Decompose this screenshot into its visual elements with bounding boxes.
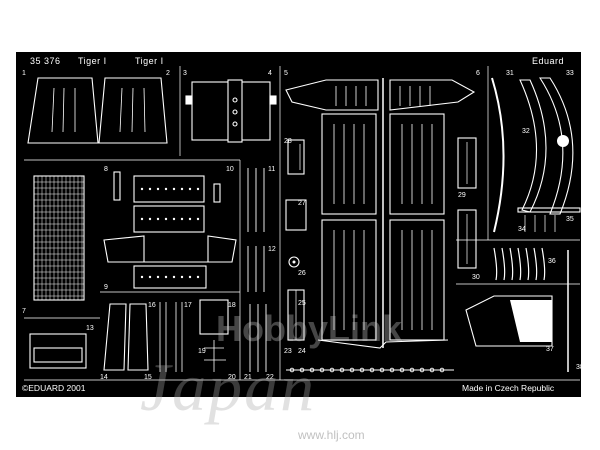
part-number-29: 29 xyxy=(458,192,466,199)
part-number-14: 14 xyxy=(100,374,108,381)
part-5 xyxy=(285,79,379,111)
part-number-1: 1 xyxy=(22,70,26,77)
part-number-8: 8 xyxy=(104,166,108,173)
part-number-28: 28 xyxy=(284,138,292,145)
part-number-26: 26 xyxy=(298,270,306,277)
part-8 xyxy=(133,175,205,203)
part-29 xyxy=(457,137,477,189)
part-28 xyxy=(287,139,305,175)
part-number-15: 15 xyxy=(144,374,152,381)
part-number-30: 30 xyxy=(472,274,480,281)
watermark-site: www.hlj.com xyxy=(298,428,365,442)
part-number-5: 5 xyxy=(284,70,288,77)
part-number-6: 6 xyxy=(476,70,480,77)
part-number-9: 9 xyxy=(104,284,108,291)
part-number-37: 37 xyxy=(546,346,554,353)
part-number-10: 10 xyxy=(226,166,234,173)
part-33 xyxy=(538,77,574,215)
part-number-27: 27 xyxy=(298,200,306,207)
part-number-13: 13 xyxy=(86,325,94,332)
part-number-17: 17 xyxy=(184,302,192,309)
part-13 xyxy=(29,333,87,369)
part-number-33: 33 xyxy=(566,70,574,77)
part-number-22: 22 xyxy=(266,374,274,381)
part-31 xyxy=(491,77,505,233)
part-2 xyxy=(98,77,168,144)
part-18 xyxy=(199,299,229,335)
part-number-20: 20 xyxy=(228,374,236,381)
part-number-21: 21 xyxy=(244,374,252,381)
part-number-16: 16 xyxy=(148,302,156,309)
part-number-32: 32 xyxy=(522,128,530,135)
part-number-18: 18 xyxy=(228,302,236,309)
part-30 xyxy=(457,209,477,269)
set-title: Tiger I xyxy=(78,56,107,66)
watermark-script: Japan xyxy=(140,349,317,425)
part-26 xyxy=(288,256,300,268)
copyright-text: ©EDUARD 2001 xyxy=(22,383,86,393)
part-number-24: 24 xyxy=(298,348,306,355)
part-number-4: 4 xyxy=(268,70,272,77)
part-1 xyxy=(27,77,99,144)
part-9 xyxy=(103,235,237,263)
part-number-19: 19 xyxy=(198,348,206,355)
set-label: Tiger I xyxy=(135,56,164,66)
part-number-25: 25 xyxy=(298,300,306,307)
part-number-2: 2 xyxy=(166,70,170,77)
watermark-brand: HobbyLink xyxy=(216,308,402,349)
set-code: 35 376 xyxy=(30,56,61,66)
part-number-31: 31 xyxy=(506,70,514,77)
part-number-36: 36 xyxy=(548,258,556,265)
part-number-34: 34 xyxy=(518,226,526,233)
part-10 xyxy=(133,265,207,289)
part-number-3: 3 xyxy=(183,70,187,77)
part-number-7: 7 xyxy=(22,308,26,315)
part-number-11: 11 xyxy=(268,166,276,173)
part-15 xyxy=(127,303,149,371)
part-number-23: 23 xyxy=(284,348,292,355)
part-7 xyxy=(33,175,85,301)
part-number-35: 35 xyxy=(566,216,574,223)
made-in-text: Made in Czech Republic xyxy=(462,383,555,393)
brand-label: Eduard xyxy=(532,56,565,66)
part-6 xyxy=(389,79,476,111)
part-number-38: 38 xyxy=(576,364,584,371)
part-14 xyxy=(103,303,127,371)
part-number-12: 12 xyxy=(268,246,276,253)
